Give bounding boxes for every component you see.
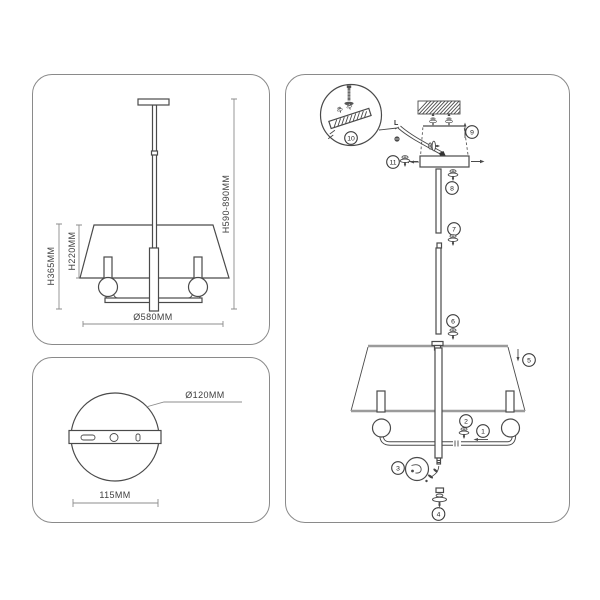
part-number: 5 bbox=[527, 357, 531, 364]
wire-connection bbox=[404, 456, 442, 483]
step-1-marker: 1 bbox=[473, 424, 490, 441]
part-number: 1 bbox=[481, 428, 485, 435]
dimension-plate-width: 115MM bbox=[72, 490, 159, 507]
candle-tube-left bbox=[103, 256, 113, 279]
detail-bubble-mounting-hardware: 10 bbox=[319, 83, 398, 147]
finial-screw-icon bbox=[432, 493, 447, 508]
height-total-label: H590-890MM bbox=[221, 175, 231, 234]
canopy-panel: Ø120MM 115MM bbox=[32, 357, 270, 523]
step-5-marker: 5 bbox=[516, 349, 536, 367]
center-column bbox=[148, 247, 160, 312]
mounting-bar bbox=[404, 155, 485, 168]
canopy-plate-drawing: Ø120MM 115MM bbox=[68, 390, 242, 507]
pendant-lamp-dimension-drawing: H590-890MM H365MM H220MM Ø580MM bbox=[46, 98, 237, 327]
height-fixture-label: H365MM bbox=[46, 247, 56, 286]
bubble-leader-line bbox=[378, 127, 398, 131]
bubble-screw-icon bbox=[344, 85, 354, 106]
dimensions-panel: H590-890MM H365MM H220MM Ø580MM bbox=[32, 74, 270, 345]
part-badge-10: 10 bbox=[344, 131, 358, 145]
part-number: 4 bbox=[437, 511, 441, 518]
center-hole bbox=[109, 433, 119, 442]
ceiling-canopy bbox=[137, 98, 170, 106]
candle-tube-right bbox=[505, 390, 515, 413]
dimension-height-shade: H220MM bbox=[67, 224, 82, 279]
step-9-marker: 9 bbox=[463, 122, 479, 139]
center-column bbox=[434, 347, 443, 459]
mounting-bar bbox=[68, 429, 162, 445]
dimension-height-fixture: H365MM bbox=[46, 223, 62, 310]
small-slot-hole bbox=[135, 433, 141, 442]
rod-connector bbox=[436, 242, 443, 249]
part-number: 7 bbox=[452, 226, 456, 233]
candle-tube-right bbox=[193, 256, 203, 279]
callout-canopy-diameter: Ø120MM bbox=[145, 390, 242, 408]
cap-plate bbox=[435, 487, 445, 494]
dimension-diameter-shade: Ø580MM bbox=[82, 312, 224, 327]
part-number: 8 bbox=[450, 185, 454, 192]
ceiling-hatch bbox=[417, 100, 461, 115]
bubble-mounting-bar bbox=[327, 102, 372, 140]
height-shade-label: H220MM bbox=[67, 232, 77, 271]
part-number: 6 bbox=[451, 318, 455, 325]
part-number: 11 bbox=[389, 159, 396, 166]
rod-joint bbox=[150, 150, 159, 156]
insertion-marks bbox=[454, 440, 459, 447]
bulb-socket-right bbox=[187, 276, 209, 298]
assembly-panel: 10 L 9 11 bbox=[285, 74, 570, 523]
part-number: 2 bbox=[464, 418, 468, 425]
lamp-arms bbox=[379, 434, 517, 447]
step-7-marker: 7 bbox=[447, 222, 461, 247]
slot-hole bbox=[80, 434, 96, 441]
assembly-exploded-drawing: 10 L 9 11 bbox=[319, 83, 536, 521]
rod-section-upper bbox=[435, 168, 442, 234]
power-cable bbox=[394, 125, 447, 160]
hanging-rod bbox=[148, 104, 160, 312]
step-2-marker: 2 bbox=[458, 414, 473, 440]
bulb-socket-left bbox=[371, 418, 392, 438]
wire-detail-circle bbox=[404, 456, 430, 482]
wire-corner-mark bbox=[394, 126, 400, 130]
diameter-shade-label: Ø580MM bbox=[133, 312, 172, 322]
live-wire-label: L bbox=[394, 120, 399, 127]
dimension-height-total: H590-890MM bbox=[221, 98, 237, 310]
candle-tube-left bbox=[376, 390, 386, 413]
step-3-marker: 3 bbox=[391, 461, 405, 475]
bulb-socket-right bbox=[500, 418, 521, 438]
canopy-diameter-label: Ø120MM bbox=[185, 390, 224, 400]
step-8-marker: 8 bbox=[445, 168, 459, 195]
bulb-socket-left bbox=[97, 276, 119, 298]
shade-fitting bbox=[431, 340, 444, 347]
part-number: 10 bbox=[347, 135, 355, 142]
part-number: 9 bbox=[470, 129, 474, 136]
step-4-marker: 4 bbox=[431, 487, 447, 521]
plate-width-label: 115MM bbox=[99, 490, 130, 500]
step-6-marker: 6 bbox=[446, 314, 460, 341]
step-11-marker: 11 bbox=[386, 154, 419, 169]
part-number: 3 bbox=[396, 465, 400, 472]
rod-section-lower bbox=[435, 247, 442, 335]
